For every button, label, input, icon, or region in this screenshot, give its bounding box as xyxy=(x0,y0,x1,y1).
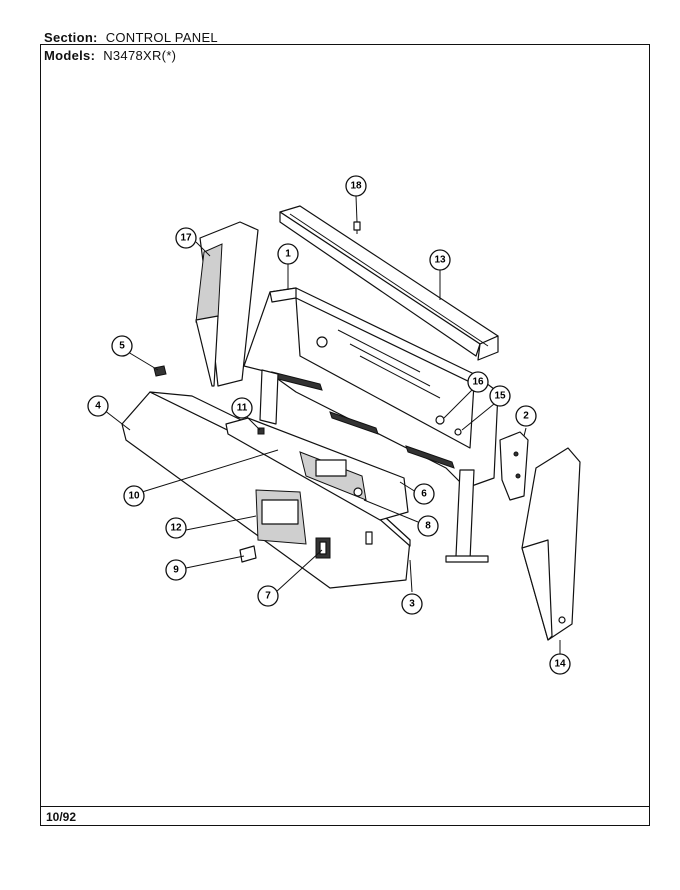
callout-3: 3 xyxy=(401,593,423,615)
part-14-right-end-trim xyxy=(521,447,581,641)
diagram-frame xyxy=(40,44,650,826)
svg-text:4: 4 xyxy=(95,401,101,412)
callout-9: 9 xyxy=(165,559,187,581)
callout-11: 11 xyxy=(231,397,253,419)
svg-text:17: 17 xyxy=(180,233,192,244)
svg-text:11: 11 xyxy=(237,403,248,414)
callout-10: 10 xyxy=(123,485,145,507)
callout-1: 1 xyxy=(277,243,299,265)
models-value: N3478XR(*) xyxy=(103,48,177,63)
part-11-clip xyxy=(257,427,265,435)
svg-text:1: 1 xyxy=(285,249,291,260)
part-15-clip xyxy=(454,428,462,436)
svg-text:2: 2 xyxy=(523,411,529,422)
svg-text:8: 8 xyxy=(425,521,431,532)
revision-date: 10/92 xyxy=(46,810,77,824)
svg-text:5: 5 xyxy=(119,341,125,352)
svg-text:14: 14 xyxy=(554,659,566,670)
svg-text:3: 3 xyxy=(409,599,415,610)
callout-14: 14 xyxy=(549,653,571,675)
callout-4: 4 xyxy=(87,395,109,417)
models-label: Models: xyxy=(44,48,96,63)
callout-13: 13 xyxy=(429,249,451,271)
section-label: Section: xyxy=(44,30,98,45)
svg-text:15: 15 xyxy=(494,391,506,402)
leader-lines xyxy=(103,195,561,654)
callout-5: 5 xyxy=(111,335,133,357)
callout-2: 2 xyxy=(515,405,537,427)
callout-12: 12 xyxy=(165,517,187,539)
svg-text:6: 6 xyxy=(421,489,427,500)
part-18-screw xyxy=(353,221,361,234)
svg-text:16: 16 xyxy=(472,377,484,388)
part-2-bracket xyxy=(499,427,529,501)
callout-8: 8 xyxy=(417,515,439,537)
section-value: CONTROL PANEL xyxy=(105,30,218,45)
svg-text:18: 18 xyxy=(350,181,362,192)
callout-16: 16 xyxy=(467,371,489,393)
callout-15: 15 xyxy=(489,385,511,407)
part-13-top-rail xyxy=(279,205,499,361)
part-5-screw xyxy=(153,365,167,377)
part-1-main-chassis xyxy=(243,287,499,563)
svg-text:12: 12 xyxy=(170,523,182,534)
svg-text:13: 13 xyxy=(434,255,446,266)
part-16-clip xyxy=(435,415,445,425)
svg-text:7: 7 xyxy=(265,591,271,602)
part-17-left-end-trim xyxy=(195,221,259,387)
svg-text:9: 9 xyxy=(173,565,179,576)
callout-18: 18 xyxy=(345,175,367,197)
callout-17: 17 xyxy=(175,227,197,249)
part-9-knob xyxy=(239,545,257,563)
callout-6: 6 xyxy=(413,483,435,505)
models-line: Models: N3478XR(*) xyxy=(44,48,176,63)
callout-7: 7 xyxy=(257,585,279,607)
svg-text:10: 10 xyxy=(128,491,140,502)
section-line: Section: CONTROL PANEL xyxy=(44,30,218,45)
part-6-inner-panel xyxy=(225,417,409,521)
footer-rule xyxy=(40,806,650,807)
